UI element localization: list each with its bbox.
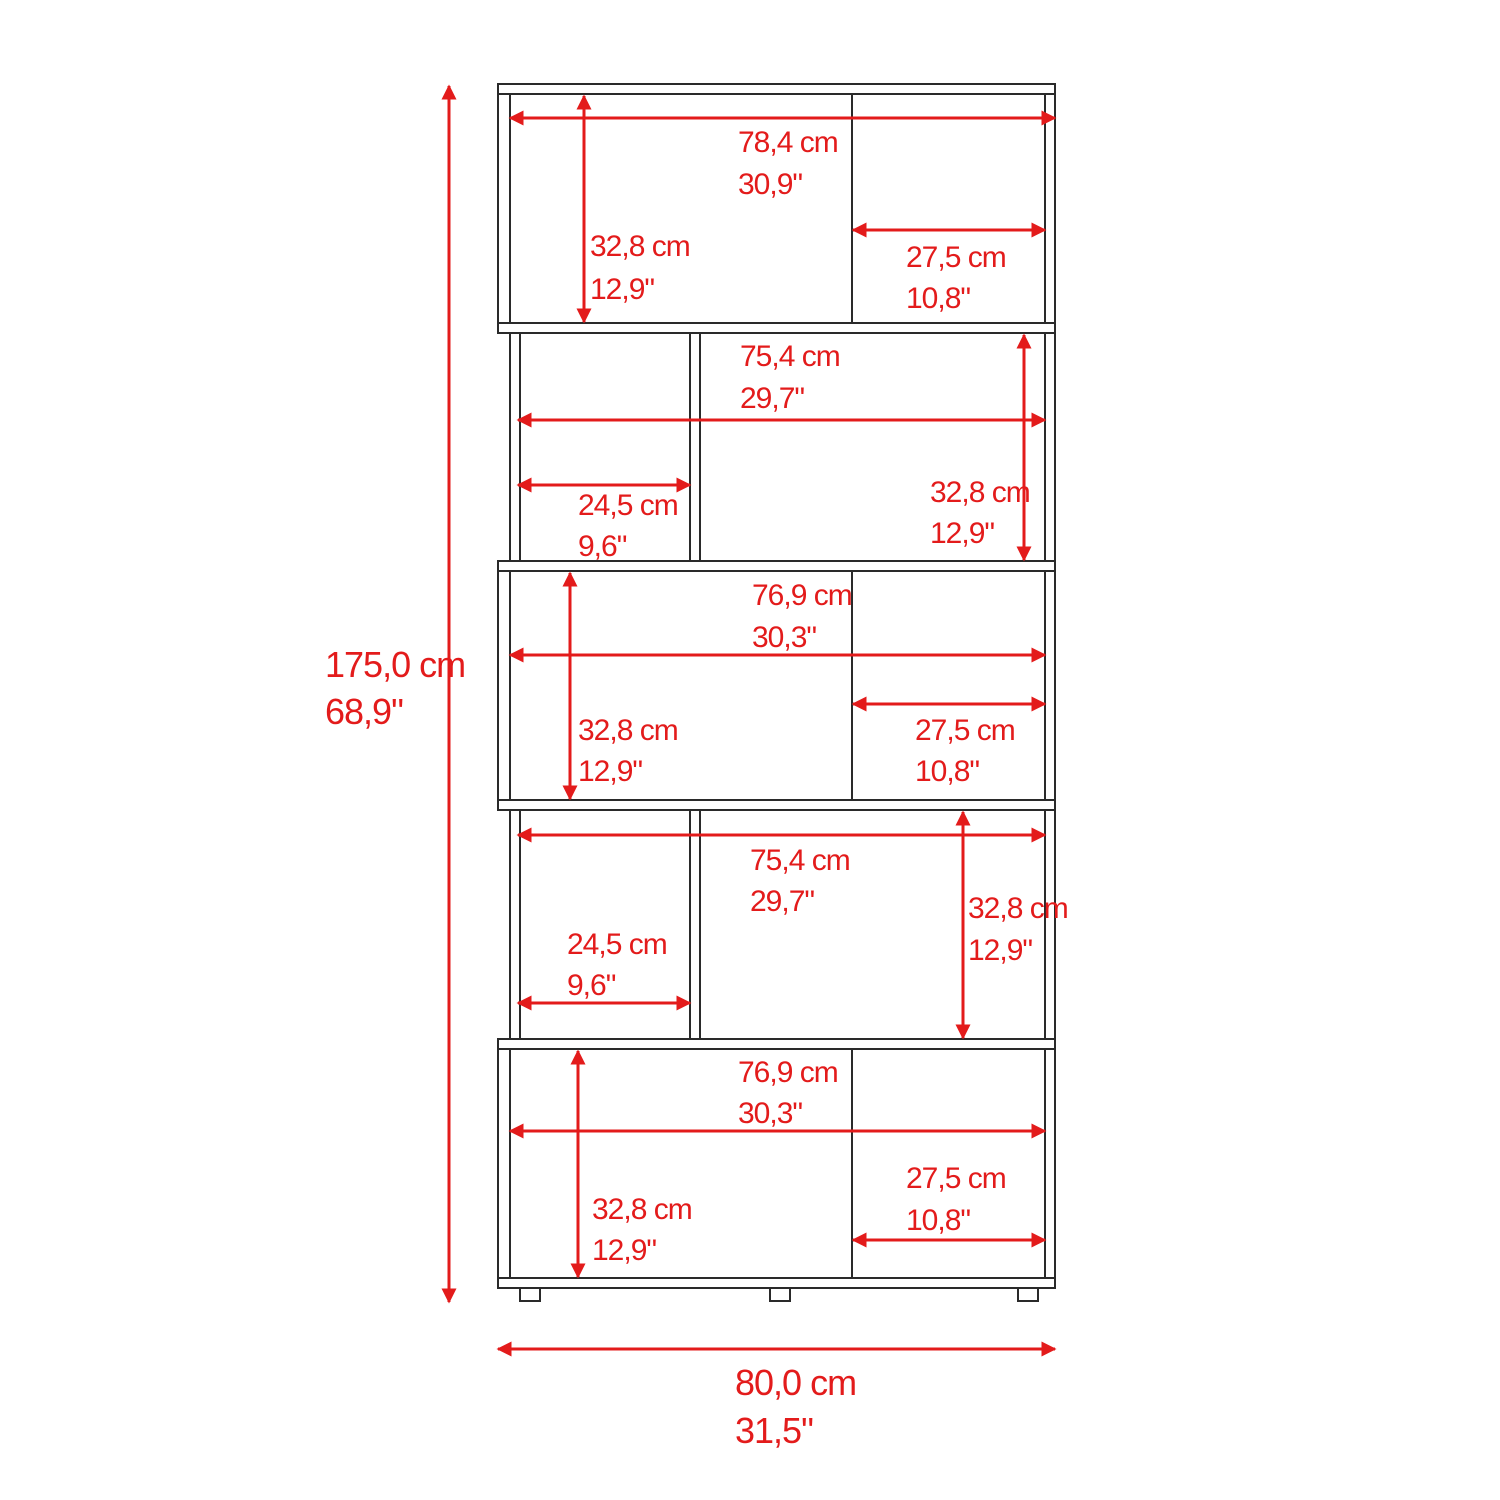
compartment-2-dimensions: 75,4 cm 29,7" 32,8 cm 12,9" 24,5 cm 9,6" [516, 333, 1047, 563]
compartment-3-frame [497, 571, 1056, 800]
overall-width-cm: 80,0 cm [735, 1362, 856, 1403]
compartment-1-frame [497, 94, 1056, 323]
shelf-board-3 [497, 799, 1056, 811]
compartment-1-dimensions: 78,4 cm 30,9" 32,8 cm 12,9" 27,5 cm 10,8… [508, 94, 1057, 324]
c1-side-in: 10,8" [906, 282, 970, 315]
foot-middle [769, 1287, 791, 1302]
foot-right [1017, 1287, 1039, 1302]
compartment-5-dimensions: 76,9 cm 30,3" 32,8 cm 12,9" 27,5 cm 10,8… [508, 1049, 1047, 1279]
c4-side-in: 9,6" [567, 969, 616, 1002]
c1-height-in: 12,9" [590, 273, 654, 306]
c5-width-cm: 76,9 cm [738, 1056, 838, 1089]
c1-side-cm: 27,5 cm [906, 241, 1006, 274]
top-board [497, 83, 1056, 95]
bottom-board [497, 1277, 1056, 1289]
c4-width-in: 29,7" [750, 885, 814, 918]
c2-side-in: 9,6" [578, 530, 627, 563]
shelf-board-1 [497, 322, 1056, 334]
overall-width-in: 31,5" [735, 1410, 813, 1451]
c2-width-in: 29,7" [740, 382, 804, 415]
c5-height-cm: 32,8 cm [592, 1193, 692, 1226]
c1-height-cm: 32,8 cm [590, 230, 690, 263]
c5-side-cm: 27,5 cm [906, 1162, 1006, 1195]
c5-width-in: 30,3" [738, 1097, 802, 1130]
overall-height-cm: 175,0 cm [325, 644, 465, 685]
c3-width-in: 30,3" [752, 621, 816, 654]
overall-height-dimension: 175,0 cm 68,9" [325, 84, 466, 1304]
c3-width-cm: 76,9 cm [752, 579, 852, 612]
bookcase [497, 83, 1056, 1302]
c1-width-cm: 78,4 cm [738, 126, 838, 159]
shelf-board-4 [497, 1038, 1056, 1050]
c4-height-in: 12,9" [968, 934, 1032, 967]
c3-height-cm: 32,8 cm [578, 714, 678, 747]
overall-height-in: 68,9" [325, 691, 403, 732]
c4-width-cm: 75,4 cm [750, 844, 850, 877]
c1-width-in: 30,9" [738, 168, 802, 201]
foot-left [519, 1287, 541, 1302]
c2-height-cm: 32,8 cm [930, 476, 1030, 509]
compartment-4-dimensions: 75,4 cm 29,7" 32,8 cm 12,9" 24,5 cm 9,6" [516, 810, 1069, 1040]
c3-side-in: 10,8" [915, 755, 979, 788]
c5-side-in: 10,8" [906, 1204, 970, 1237]
c4-height-cm: 32,8 cm [968, 892, 1068, 925]
c5-height-in: 12,9" [592, 1234, 656, 1267]
c3-height-in: 12,9" [578, 755, 642, 788]
c3-side-cm: 27,5 cm [915, 714, 1015, 747]
c2-width-cm: 75,4 cm [740, 340, 840, 373]
c2-side-cm: 24,5 cm [578, 489, 678, 522]
overall-width-dimension: 80,0 cm 31,5" [496, 1341, 1057, 1451]
compartment-3-dimensions: 76,9 cm 30,3" 32,8 cm 12,9" 27,5 cm 10,8… [508, 571, 1047, 801]
compartment-2-frame [509, 333, 1056, 561]
shelf-board-2 [497, 560, 1056, 572]
c4-side-cm: 24,5 cm [567, 928, 667, 961]
c2-height-in: 12,9" [930, 517, 994, 550]
